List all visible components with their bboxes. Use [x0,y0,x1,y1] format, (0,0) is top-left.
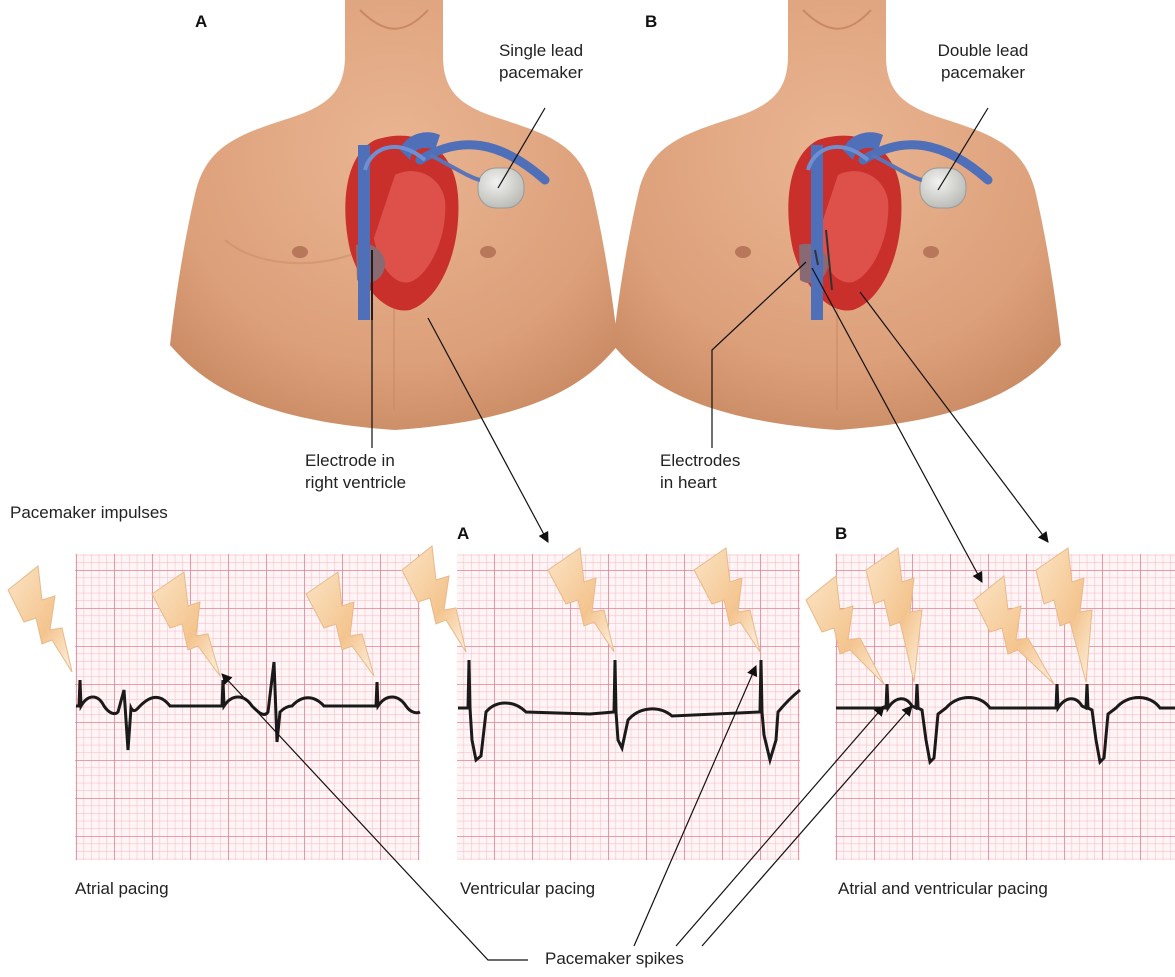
single-lead-pacemaker-label: Single lead pacemaker [466,40,616,84]
atrial-pacing-caption: Atrial pacing [75,878,275,900]
panel-letter-b-top: B [645,12,657,32]
pacemaker-spikes-label: Pacemaker spikes [545,948,765,970]
impulse-bolt [8,566,72,672]
ecg-strip-atrial [75,554,420,860]
double-lead-pacemaker-label: Double lead pacemaker [908,40,1058,84]
pacemaker-impulses-label: Pacemaker impulses [10,502,250,524]
ventricular-pacing-caption: Ventricular pacing [460,878,680,900]
ecg-strip-ventricular [457,554,800,860]
atrial-ventricular-pacing-caption: Atrial and ventricular pacing [838,878,1158,900]
panel-letter-a-top: A [195,12,207,32]
panel-letter-a-strip: A [457,524,469,544]
electrode-right-ventricle-label: Electrode in right ventricle [305,450,465,494]
electrodes-in-heart-label: Electrodes in heart [660,450,800,494]
panel-letter-b-strip: B [835,524,847,544]
